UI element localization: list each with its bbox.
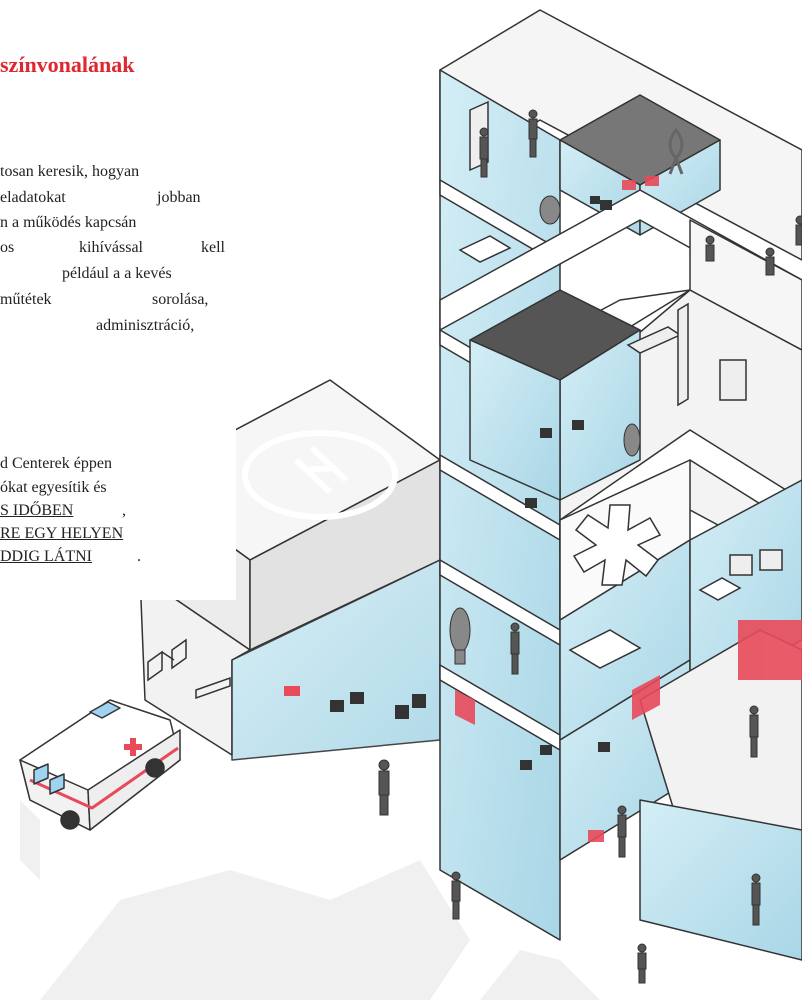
ambulance-icon [19,699,181,831]
highlight-link[interactable]: RE EGY HELYEN [0,525,124,542]
paragraph-line: eladatokat [0,189,66,206]
ribbon-icon [668,127,684,175]
page-title: színvonalának [0,52,135,77]
medical-equipment [469,100,783,576]
workstations [520,196,612,770]
waiting-chairs [147,638,231,700]
paragraph-line: n a működés kapcsán [0,214,137,231]
punctuation: . [137,548,141,565]
paragraph-line: tosan keresik, hogyan [0,163,140,180]
people [378,109,802,984]
paragraph-line: műtétek [0,291,52,308]
medical-star-icon [572,504,662,586]
paragraph-line: sorolása, [152,291,209,308]
paragraph-line: például a a kevés [62,265,172,282]
paragraph-line: os [0,239,15,256]
helipad-icon [242,430,398,520]
paragraph-line: jobban [157,189,201,206]
patient-beds [458,235,742,669]
paragraph-line: kihívással [79,239,143,256]
punctuation: , [122,502,126,519]
highlight-link[interactable]: DDIG LÁTNI [0,548,92,565]
paragraph-line: ókat egyesítik és [0,479,107,496]
ground-shadows [20,800,600,1000]
paragraph-line: kell [201,239,225,256]
highlight-link[interactable]: S IDŐBEN [0,502,74,519]
paragraph-line: adminisztráció, [96,317,195,334]
plants [449,195,641,665]
accent-panels [455,176,802,842]
paragraph-line: d Centerek éppen [0,455,112,472]
